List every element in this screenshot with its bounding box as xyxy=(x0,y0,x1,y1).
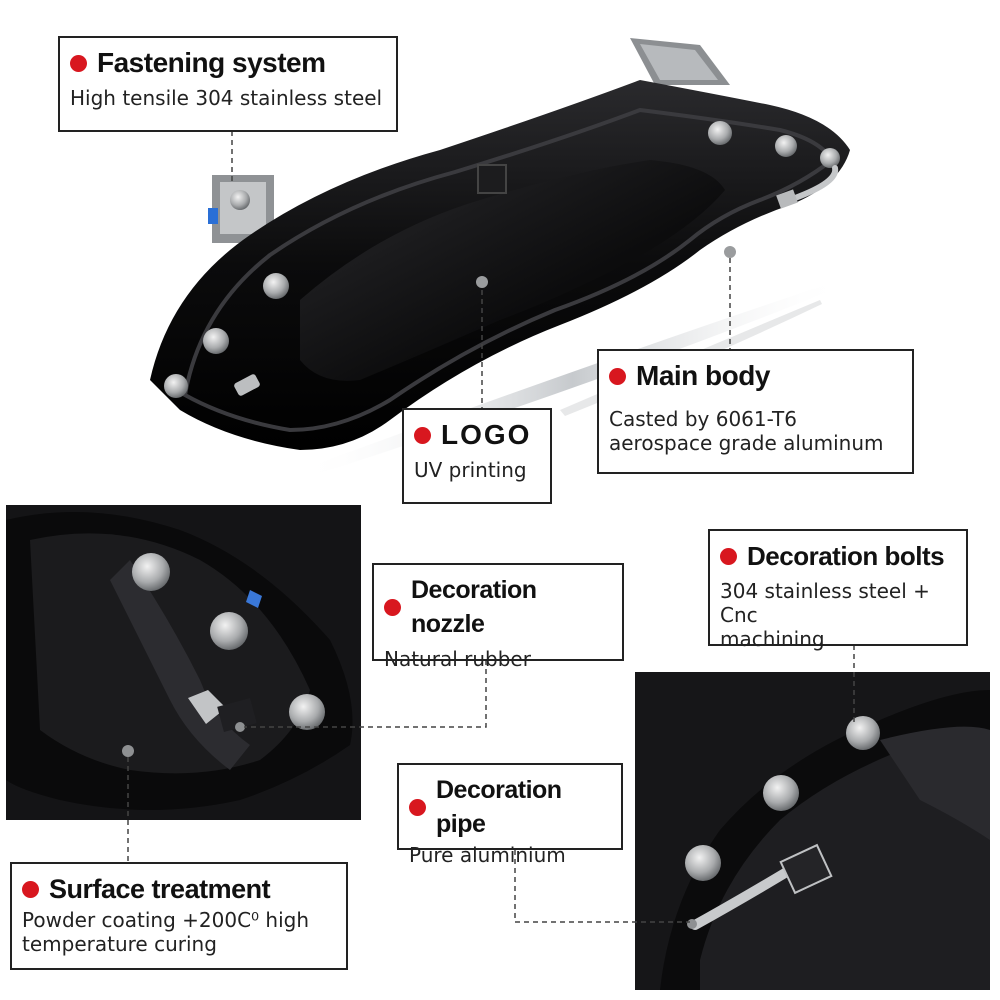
label-title: Fastening system xyxy=(97,47,326,78)
label-fastening-system: Fastening system High tensile 304 stainl… xyxy=(58,36,398,132)
label-title: Decoration nozzle xyxy=(411,576,537,638)
label-title: LOGO xyxy=(441,419,532,450)
label-main-body: Main body Casted by 6061-T6 aerospace gr… xyxy=(597,349,914,474)
label-decoration-pipe: Decoration pipe Pure aluminium xyxy=(397,763,623,867)
red-dot-icon xyxy=(384,598,401,616)
label-description: High tensile 304 stainless steel xyxy=(70,86,383,110)
label-description: Casted by 6061-T6 aerospace grade alumin… xyxy=(609,407,884,455)
label-title: Decoration pipe xyxy=(436,776,562,838)
label-decoration-bolts: Decoration bolts 304 stainless steel + C… xyxy=(708,529,968,651)
red-dot-icon xyxy=(720,547,737,565)
connector-lines xyxy=(127,131,855,923)
label-logo: LOGO UV printing xyxy=(402,408,552,504)
label-description: Powder coating +200C⁰ high temperature c… xyxy=(22,908,310,956)
caliper-main xyxy=(150,38,850,450)
label-title: Surface treatment xyxy=(49,874,271,904)
red-dot-icon xyxy=(409,798,426,816)
label-title: Decoration bolts xyxy=(747,541,945,571)
photo-panel-left xyxy=(6,505,361,820)
red-dot-icon xyxy=(414,426,431,444)
label-title: Main body xyxy=(636,360,770,391)
label-surface-treatment: Surface treatment Powder coating +200C⁰ … xyxy=(10,862,348,970)
label-decoration-nozzle: Decoration nozzle Natural rubber xyxy=(372,563,624,671)
label-description: 304 stainless steel + Cnc machining xyxy=(720,579,930,651)
label-description: UV printing xyxy=(414,458,527,482)
red-dot-icon xyxy=(70,54,87,72)
photo-panel-right xyxy=(635,672,990,990)
red-dot-icon xyxy=(609,367,626,385)
label-description: Natural rubber xyxy=(384,647,531,671)
label-description: Pure aluminium xyxy=(409,843,566,867)
red-dot-icon xyxy=(22,880,39,898)
